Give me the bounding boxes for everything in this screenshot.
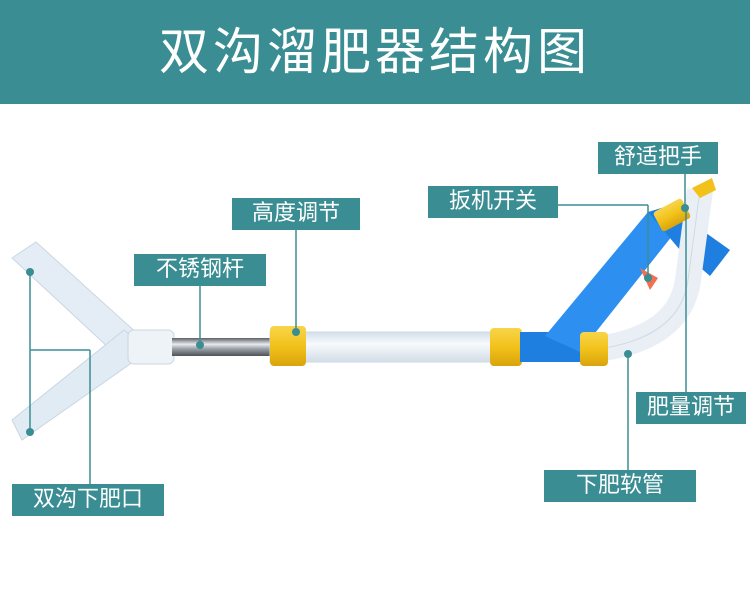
stainless-rod <box>172 338 276 356</box>
label-comfort-handle: 舒适把手 <box>598 142 718 174</box>
handle-tip <box>692 178 716 198</box>
page-title: 双沟溜肥器结构图 <box>159 23 591 81</box>
header-banner <box>0 0 750 104</box>
label-double-outlet: 双沟下肥口 <box>12 484 164 516</box>
hose-ring <box>580 332 608 366</box>
label-trigger-switch: 扳机开关 <box>428 186 558 218</box>
coupling-collar <box>490 328 522 366</box>
label-fertilizer-adjust: 肥量调节 <box>636 392 746 424</box>
leader-lines <box>29 174 687 486</box>
leader-dots <box>26 204 689 436</box>
label-stainless-rod: 不锈钢杆 <box>134 254 266 286</box>
double-outlet-y-tube <box>11 241 175 441</box>
fertilizer-adjust-knob <box>653 198 691 232</box>
label-height-adjust: 高度调节 <box>232 198 360 230</box>
height-adjust-collar <box>270 326 306 366</box>
label-discharge-hose: 下肥软管 <box>544 470 696 502</box>
